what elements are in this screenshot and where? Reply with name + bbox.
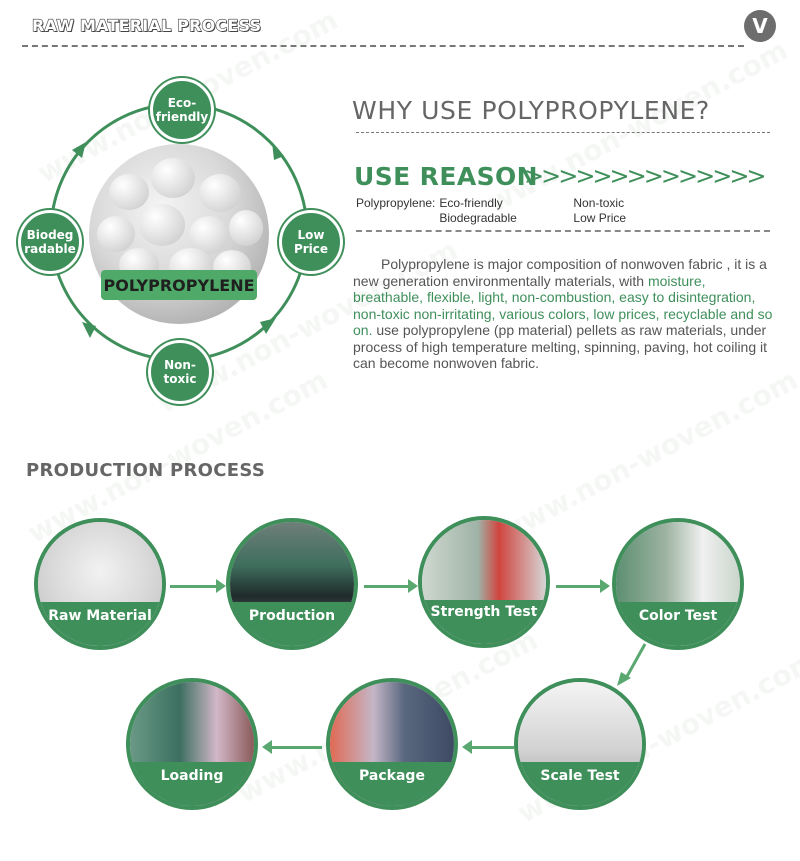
reason-item: Eco-friendly: [439, 196, 503, 210]
step-color-test: Color Test: [612, 518, 744, 650]
process-arrow: [268, 746, 322, 749]
step-production: Production: [226, 518, 358, 650]
header-divider: [22, 45, 744, 47]
cycle-arrow-icon: [272, 142, 284, 160]
description-paragraph: Polypropylene is major composition of no…: [353, 256, 777, 372]
section-title: RAW MATERIAL PROCESS: [31, 15, 262, 35]
production-heading: PRODUCTION PROCESS: [26, 460, 266, 481]
chevron-right-icon: >>>>>>>>>>>>>>: [524, 162, 767, 190]
reason-list: Polypropylene: Eco-friendly Non-toxic Bi…: [356, 196, 630, 226]
reason-item: Low Price: [573, 211, 627, 225]
cycle-arrow-icon: [82, 322, 96, 338]
polypropylene-label: POLYPROPYLENE: [101, 270, 257, 300]
arrow-left-icon: [462, 740, 472, 754]
why-heading: WHY USE POLYPROPYLENE?: [352, 96, 710, 125]
low-price-node: Low Price: [279, 210, 343, 274]
process-arrow: [468, 746, 514, 749]
brand-badge-icon: V: [744, 10, 776, 42]
biodegradable-node: Biodeg radable: [18, 210, 82, 274]
cycle-arrow-icon: [260, 318, 276, 334]
why-divider: [356, 132, 770, 133]
step-strength-test: Strength Test: [418, 516, 550, 648]
reason-item: Biodegradable: [439, 211, 517, 225]
process-arrow: [170, 585, 222, 588]
reason-divider: [356, 230, 770, 232]
process-arrow: [556, 585, 606, 588]
step-package: Package: [326, 678, 458, 810]
arrow-left-icon: [262, 740, 272, 754]
step-loading: Loading: [126, 678, 258, 810]
reason-prefix: Polypropylene:: [356, 196, 436, 210]
arrow-right-icon: [600, 579, 610, 593]
process-arrow: [364, 585, 414, 588]
cycle-arrow-icon: [72, 142, 86, 158]
watermark: www.non-woven.com: [481, 33, 794, 220]
step-scale-test: Scale Test: [514, 678, 646, 810]
eco-friendly-node: Eco- friendly: [150, 78, 214, 142]
reason-item: Non-toxic: [573, 196, 625, 210]
use-reason-heading: USE REASON: [354, 162, 538, 191]
step-raw-material: Raw Material: [34, 518, 166, 650]
arrow-right-icon: [408, 579, 418, 593]
paragraph-text: Polypropylene is major composition of no…: [353, 256, 767, 289]
non-toxic-node: Non- toxic: [148, 340, 212, 404]
paragraph-highlight: moisture, breathable, flexible, light, n…: [353, 272, 773, 339]
paragraph-text: use polypropylene (pp material) pellets …: [353, 322, 768, 371]
arrow-right-icon: [216, 579, 226, 593]
